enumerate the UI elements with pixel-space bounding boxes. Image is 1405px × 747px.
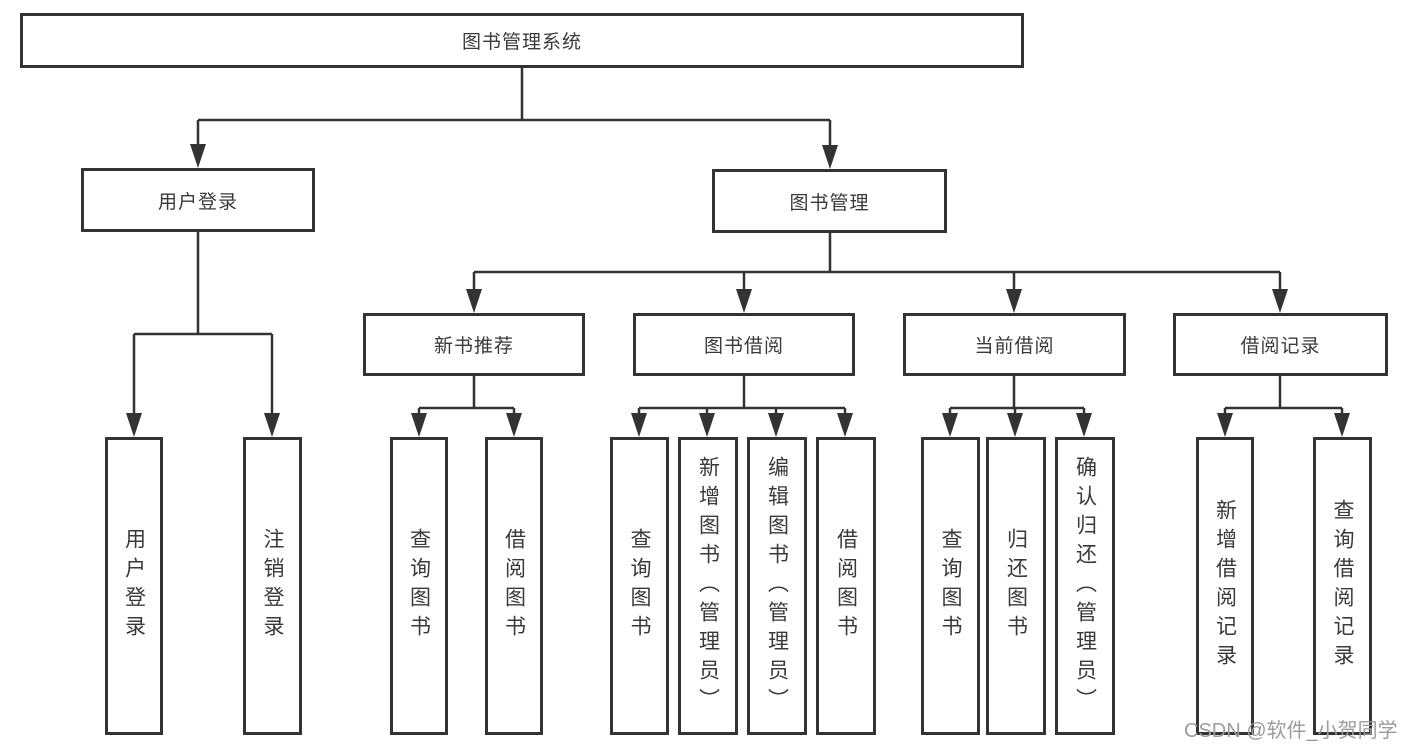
node-leaf-current-confirm-return-admin-label: 确认归还（管理员）: [1073, 455, 1097, 717]
node-leaf-current-return-books: 归还图书: [986, 437, 1046, 735]
arrowhead-down-icon: [1006, 289, 1022, 313]
node-current-borrowing-label: 当前借阅: [974, 336, 1055, 357]
arrowhead-down-icon: [1272, 289, 1288, 313]
arrowhead-down-icon: [126, 413, 142, 437]
node-user-login-label: 用户登录: [157, 191, 238, 213]
node-leaf-logout: 注销登录: [243, 437, 302, 735]
node-root-label: 图书管理系统: [461, 32, 582, 53]
node-leaf-current-confirm-return-admin: 确认归还（管理员）: [1055, 437, 1115, 735]
node-leaf-user-login: 用户登录: [105, 437, 163, 735]
node-leaf-borrow-add-books-admin: 新增图书（管理员）: [678, 437, 738, 735]
node-book-management: 图书管理: [712, 169, 947, 233]
arrowhead-down-icon: [822, 145, 838, 169]
node-leaf-borrow-query-books-label: 查询图书: [628, 528, 651, 644]
node-leaf-current-return-books-label: 归还图书: [1004, 528, 1028, 644]
node-leaf-borrow-query-books: 查询图书: [610, 437, 669, 735]
arrowhead-down-icon: [466, 289, 482, 313]
node-borrowing-records-label: 借阅记录: [1240, 336, 1321, 357]
node-leaf-current-query-books-label: 查询图书: [939, 528, 962, 644]
node-borrowing-records: 借阅记录: [1173, 313, 1388, 376]
node-book-borrowing: 图书借阅: [633, 313, 855, 376]
node-new-book-recommend: 新书推荐: [363, 313, 585, 376]
connector-bookborrow-to-leaves: [637, 376, 847, 414]
arrowhead-down-icon: [190, 144, 206, 168]
node-leaf-borrow-edit-books-admin-label: 编辑图书（管理员）: [765, 455, 789, 717]
arrowhead-down-icon: [1334, 413, 1350, 437]
node-leaf-newbooks-borrow-books: 借阅图书: [485, 437, 543, 735]
arrowhead-down-icon: [631, 413, 647, 437]
connector-userlogin-to-leaves: [132, 232, 274, 414]
arrowhead-down-icon: [411, 413, 427, 437]
node-current-borrowing: 当前借阅: [903, 313, 1126, 376]
node-leaf-user-login-label: 用户登录: [122, 528, 146, 644]
node-leaf-records-query-record-label: 查询借阅记录: [1331, 499, 1354, 673]
node-user-login: 用户登录: [81, 168, 315, 232]
node-root: 图书管理系统: [20, 13, 1024, 68]
node-leaf-borrow-borrow-books: 借阅图书: [816, 437, 876, 735]
node-leaf-records-add-record: 新增借阅记录: [1196, 437, 1254, 735]
arrowhead-down-icon: [1007, 413, 1023, 437]
node-new-book-recommend-label: 新书推荐: [433, 336, 514, 357]
node-leaf-newbooks-borrow-books-label: 借阅图书: [502, 528, 526, 644]
connector-bookmgmt-to-level3: [472, 233, 1282, 291]
connector-newbooks-to-leaves: [417, 376, 516, 414]
node-leaf-borrow-edit-books-admin: 编辑图书（管理员）: [747, 437, 807, 735]
arrowhead-down-icon: [264, 413, 280, 437]
node-book-borrowing-label: 图书借阅: [703, 336, 784, 357]
watermark-text: CSDN @软件_小贺同学: [1184, 720, 1398, 742]
arrowhead-down-icon: [1217, 413, 1233, 437]
node-leaf-borrow-borrow-books-label: 借阅图书: [834, 528, 858, 644]
connector-borrowrecords-to-leaves: [1223, 376, 1344, 414]
node-leaf-borrow-add-books-admin-label: 新增图书（管理员）: [696, 455, 720, 717]
arrowhead-down-icon: [699, 413, 715, 437]
node-leaf-logout-label: 注销登录: [261, 528, 284, 644]
arrowhead-down-icon: [942, 413, 958, 437]
node-leaf-newbooks-query-books-label: 查询图书: [407, 528, 431, 644]
arrowhead-down-icon: [736, 289, 752, 313]
arrowhead-down-icon: [506, 413, 522, 437]
node-book-management-label: 图书管理: [789, 192, 870, 214]
connector-arrowheads: [126, 144, 1350, 437]
node-leaf-records-add-record-label: 新增借阅记录: [1213, 499, 1237, 673]
node-leaf-newbooks-query-books: 查询图书: [390, 437, 448, 735]
connector-root-to-level2: [196, 68, 832, 147]
arrowhead-down-icon: [837, 413, 853, 437]
arrowhead-down-icon: [768, 413, 784, 437]
node-leaf-records-query-record: 查询借阅记录: [1313, 437, 1372, 735]
connector-currentborrow-to-leaves: [948, 376, 1086, 414]
node-leaf-current-query-books: 查询图书: [921, 437, 980, 735]
arrowhead-down-icon: [1076, 413, 1092, 437]
